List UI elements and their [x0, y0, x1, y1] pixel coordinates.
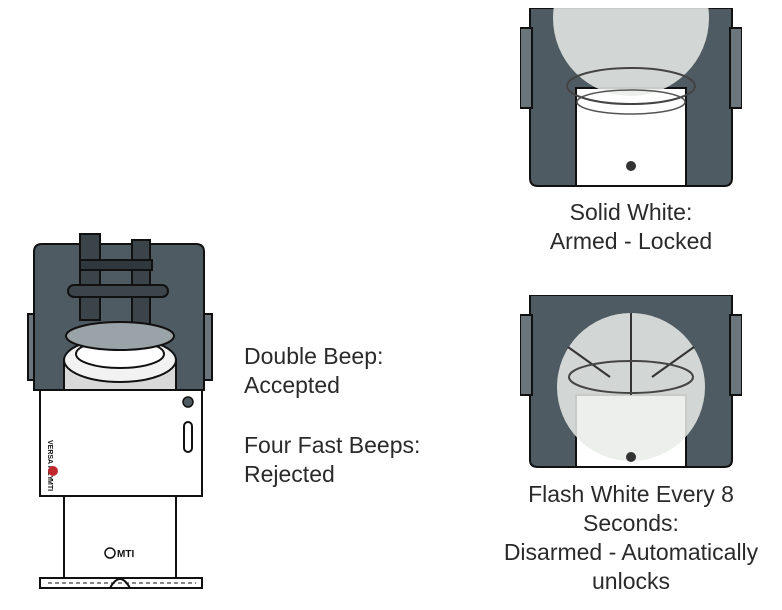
double-beep-title: Double Beep:: [244, 343, 384, 369]
armed-line-2: Armed - Locked: [549, 228, 713, 254]
disarmed-line-3: Disarmed - Automatically: [503, 539, 759, 565]
base-logo-text: MTI: [117, 549, 134, 560]
disarmed-line-2: Seconds:: [583, 510, 679, 536]
mti-logo-icon: [48, 466, 58, 476]
armed-light-illustration: [520, 8, 742, 187]
base-logo-icon: [104, 547, 116, 559]
main-device-illustration: VERSA KEY MTI MTI: [27, 233, 213, 589]
disarmed-line-4: unlocks: [592, 568, 670, 594]
disarmed-light-illustration: [520, 295, 742, 468]
side-logo-text: MTI: [46, 479, 53, 491]
double-beep-status: Accepted: [244, 372, 340, 398]
brand-label: VERSA KEY: [46, 440, 53, 481]
four-beeps-title: Four Fast Beeps:: [244, 432, 421, 458]
armed-line-1: Solid White:: [569, 199, 693, 225]
disarmed-line-1: Flash White Every 8: [528, 481, 734, 507]
four-beeps-status: Rejected: [244, 461, 335, 487]
